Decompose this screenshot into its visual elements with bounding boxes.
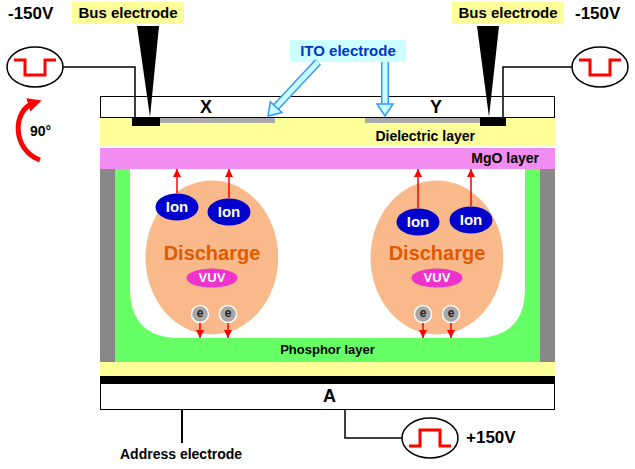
node-text: Ion bbox=[460, 211, 483, 228]
leader-arrow bbox=[381, 62, 389, 104]
vuv-ellipse: VUV bbox=[411, 268, 463, 288]
barrier-rib bbox=[100, 169, 115, 362]
voltage-label: +150V bbox=[466, 428, 516, 448]
node-text: Ion bbox=[166, 198, 189, 215]
node-text: Dielectric layer bbox=[375, 128, 475, 144]
ellipse-shape bbox=[450, 207, 493, 234]
callout-box: ITO electrode bbox=[290, 40, 406, 62]
rear-dielectric bbox=[100, 362, 555, 376]
pulse-ellipse bbox=[572, 47, 628, 87]
node-text: Ion bbox=[407, 213, 430, 230]
angle-label: 90° bbox=[30, 123, 51, 139]
electron-circle: e bbox=[191, 305, 209, 323]
motion-arrow bbox=[228, 169, 230, 198]
node-text: MgO layer bbox=[471, 150, 539, 166]
ellipse-shape bbox=[397, 209, 440, 236]
bus-electrode bbox=[132, 118, 160, 126]
ellipse-shape bbox=[192, 306, 209, 323]
ion-ellipse: Ion bbox=[449, 206, 493, 234]
ellipse-shape bbox=[220, 306, 237, 323]
node-text: Bus electrode bbox=[458, 4, 557, 21]
ellipse-shape bbox=[186, 269, 237, 288]
motion-arrow bbox=[176, 169, 178, 193]
rear-glass: A bbox=[100, 383, 555, 410]
node-text: Discharge bbox=[389, 242, 486, 265]
pulse-ellipse bbox=[402, 418, 458, 458]
wire bbox=[345, 410, 402, 438]
ellipse-shape bbox=[415, 306, 432, 323]
vuv-ellipse: VUV bbox=[186, 268, 238, 288]
node-text: Ion bbox=[218, 203, 241, 220]
phosphor-wall bbox=[115, 169, 540, 362]
node-text: e bbox=[420, 307, 427, 321]
pulse-ellipse bbox=[7, 47, 63, 87]
motion-arrow bbox=[422, 323, 424, 338]
node-text: e bbox=[197, 307, 204, 321]
node-text: VUV bbox=[199, 271, 226, 286]
part-label: Address electrode bbox=[120, 446, 242, 462]
address-electrode-bar bbox=[100, 376, 555, 383]
callout-box: Bus electrode bbox=[452, 2, 563, 24]
barrier-rib bbox=[540, 169, 555, 362]
leader-arrow bbox=[383, 62, 388, 104]
node-text: A bbox=[323, 386, 336, 407]
ellipse-shape bbox=[411, 269, 462, 288]
voltage-label: -150V bbox=[8, 4, 53, 24]
node-text: Phosphor layer bbox=[280, 343, 375, 358]
pulse-waveform bbox=[14, 60, 56, 75]
motion-arrow bbox=[199, 323, 201, 338]
ellipse-shape bbox=[146, 181, 279, 335]
motion-arrow bbox=[470, 169, 472, 206]
node-text: ITO electrode bbox=[300, 42, 396, 59]
mgo-layer: MgO layer bbox=[100, 148, 555, 169]
motion-arrow bbox=[227, 323, 229, 338]
discharge-region: DischargeVUV bbox=[370, 180, 504, 335]
node-text: Y bbox=[430, 97, 442, 118]
ion-ellipse: Ion bbox=[207, 198, 251, 226]
bus-electrode bbox=[480, 118, 506, 126]
ellipse-shape bbox=[208, 199, 251, 226]
node-text: e bbox=[448, 307, 455, 321]
ellipse-shape bbox=[443, 306, 460, 323]
ellipse-shape bbox=[371, 181, 504, 335]
electron-circle: e bbox=[442, 305, 460, 323]
node-text: e bbox=[225, 307, 232, 321]
ito-electrode bbox=[365, 118, 480, 123]
node-text: VUV bbox=[424, 271, 451, 286]
discharge-cell bbox=[130, 169, 525, 338]
ito-electrode bbox=[160, 118, 275, 123]
node-text: Discharge bbox=[164, 242, 261, 265]
motion-arrow bbox=[450, 323, 452, 338]
phosphor-layer: Phosphor layer bbox=[115, 338, 540, 362]
voltage-label: -150V bbox=[575, 4, 620, 24]
ellipse-shape bbox=[156, 194, 199, 221]
ion-ellipse: Ion bbox=[396, 208, 440, 236]
ion-ellipse: Ion bbox=[155, 193, 199, 221]
node-text: Bus electrode bbox=[78, 4, 177, 21]
callout-box: Bus electrode bbox=[72, 2, 183, 24]
electron-circle: e bbox=[414, 305, 432, 323]
motion-arrow bbox=[417, 169, 419, 208]
electron-circle: e bbox=[219, 305, 237, 323]
node-text: X bbox=[200, 97, 212, 118]
pulse-waveform bbox=[409, 430, 451, 446]
pulse-waveform bbox=[579, 60, 621, 75]
